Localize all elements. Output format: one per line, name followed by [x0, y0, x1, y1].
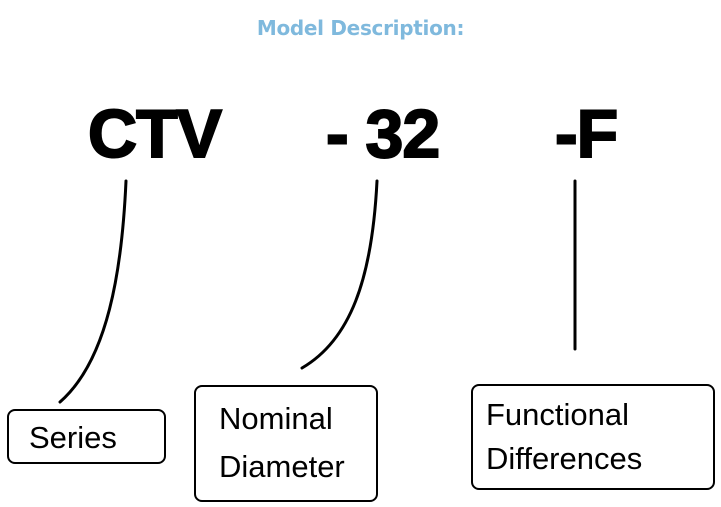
label-box-series: Series	[7, 409, 166, 464]
label-series-line-1: Series	[29, 420, 117, 455]
label-function-line-1: Functional	[486, 397, 630, 432]
page-title: Model Description:	[256, 16, 465, 40]
label-box-function: Functional Differences	[471, 384, 715, 490]
label-diameter-line-1: Nominal	[219, 401, 333, 436]
label-function-line-2: Differences	[486, 441, 643, 476]
model-code-series: CTV	[87, 95, 223, 173]
leader-line-diameter	[300, 179, 379, 370]
label-box-diameter: Nominal Diameter	[194, 385, 378, 502]
model-code-function: -F	[554, 95, 619, 173]
leader-line-series	[58, 179, 128, 404]
label-diameter-line-2: Diameter	[219, 449, 345, 484]
model-code-diameter: - 32	[325, 95, 441, 173]
